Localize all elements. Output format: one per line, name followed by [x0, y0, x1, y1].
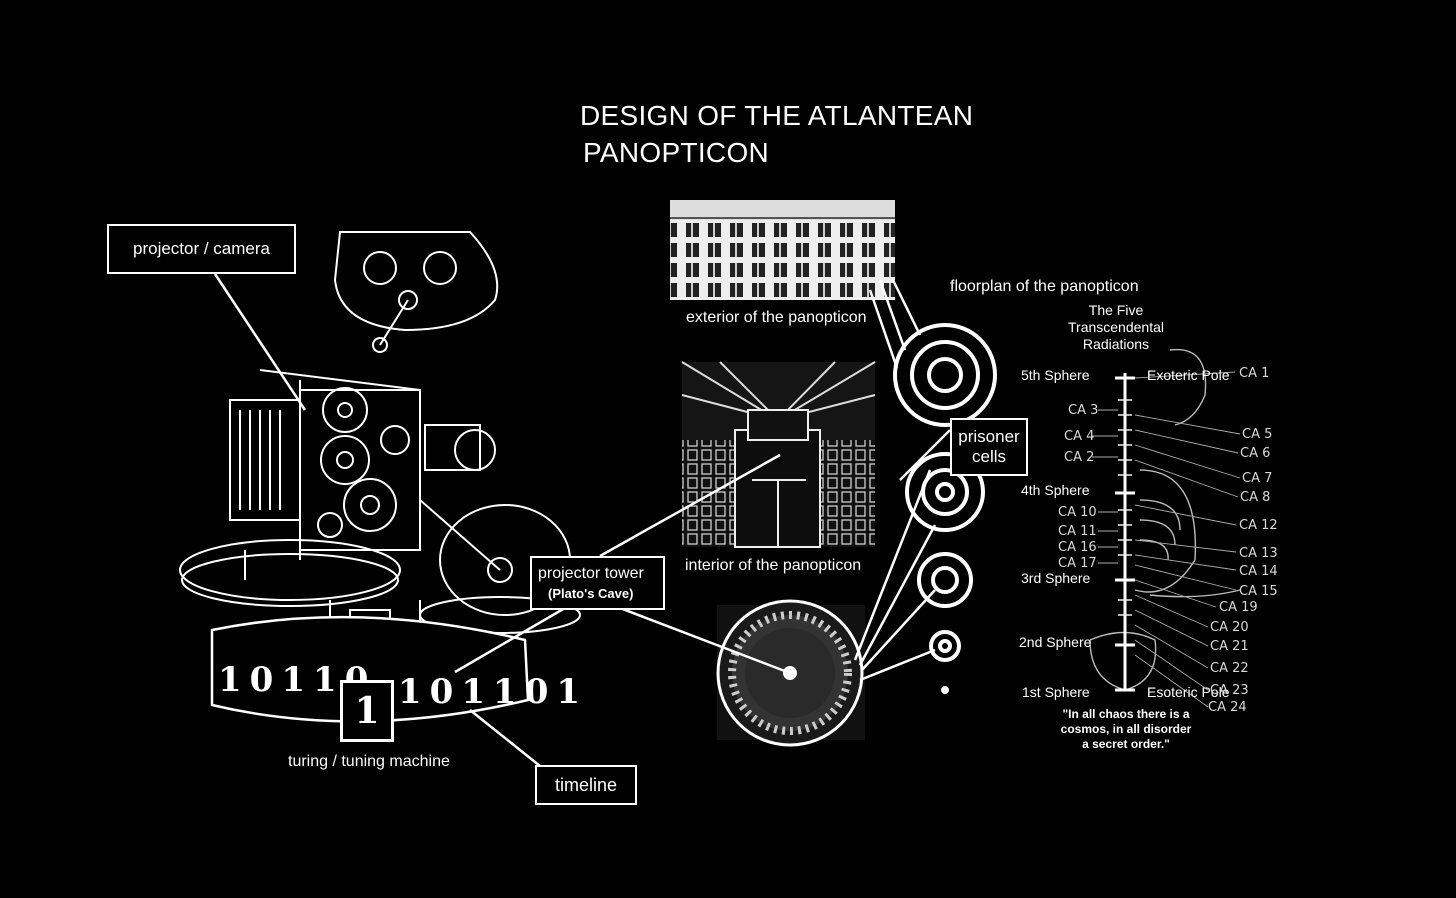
- quote-line: cosmos, in all disorder: [1060, 722, 1192, 736]
- ca-label: CA 7: [1242, 471, 1273, 486]
- callout-timeline: timeline: [535, 765, 637, 805]
- ca-label: CA 8: [1240, 490, 1271, 505]
- concentric-rings: [893, 323, 997, 662]
- callout-label: timeline: [554, 774, 618, 795]
- callout-label: projector tower: [538, 565, 644, 582]
- exoteric-pole-label: Exoteric Pole: [1147, 367, 1230, 383]
- ca-label: CA 15: [1239, 584, 1278, 599]
- quote-line: "In all chaos there is a: [1062, 707, 1190, 721]
- binary-tape-band: [210, 615, 530, 723]
- tape-digit: 0: [429, 672, 458, 712]
- callout-label: projector / camera: [133, 239, 270, 258]
- callout-projector-tower: projector tower (Plato's Cave): [530, 556, 665, 610]
- projector-machine-illustration: [179, 231, 581, 660]
- ca-label: CA 16: [1058, 540, 1097, 555]
- ca-label: CA 20: [1210, 620, 1249, 635]
- ca-label: CA 10: [1058, 505, 1097, 520]
- radiations-heading-line: Transcendental: [1068, 319, 1164, 335]
- callout-label: cells: [971, 447, 1006, 466]
- tape-digits: 1 0 1 1 0: [218, 660, 372, 700]
- tape-digit: 1: [218, 660, 246, 700]
- sphere-label-5: 5th Sphere: [1021, 367, 1090, 383]
- tape-digits-right: 1 0 1 1 0 1: [398, 672, 584, 712]
- quote-text: "In all chaos there is a cosmos, in all …: [1045, 707, 1207, 752]
- tape-digit: 1: [281, 660, 310, 700]
- ca-label: CA 11: [1058, 524, 1097, 539]
- sphere-label-2: 2nd Sphere: [1019, 634, 1092, 650]
- ca-label: CA 17: [1058, 556, 1097, 571]
- sphere-label-3: 3rd Sphere: [1021, 570, 1091, 586]
- ca-label: CA 23: [1210, 683, 1249, 698]
- ca-label: CA 4: [1064, 429, 1095, 444]
- spine-line: [1115, 373, 1135, 692]
- callout-sublabel: (Plato's Cave): [548, 586, 634, 601]
- tape-digit: 0: [249, 660, 278, 700]
- page-title-line2: PANOPTICON: [583, 137, 770, 168]
- ca-label: CA 19: [1219, 600, 1258, 615]
- caption-turing-machine: turing / tuning machine: [288, 753, 450, 770]
- innermost-dot: [941, 686, 949, 694]
- caption-floorplan: floorplan of the panopticon: [950, 278, 1139, 295]
- tape-digit: 1: [461, 672, 490, 712]
- vertebra-ticks: [1118, 399, 1132, 616]
- callout-label: prisoner: [958, 427, 1020, 446]
- ca-label: CA 3: [1068, 403, 1099, 418]
- ca-label: CA 14: [1239, 564, 1278, 579]
- sphere-label-4: 4th Sphere: [1021, 482, 1090, 498]
- caption-exterior: exterior of the panopticon: [686, 309, 867, 326]
- connector-lines: [213, 273, 951, 771]
- page-title: DESIGN OF THE ATLANTEAN: [580, 100, 974, 131]
- ca-label: CA 12: [1239, 518, 1278, 533]
- quote-line: a secret order.": [1082, 737, 1170, 751]
- ca-label: CA 1: [1239, 366, 1270, 381]
- interior-photo: [681, 361, 876, 548]
- esoteric-pole-label: Esoteric Pole: [1147, 684, 1230, 700]
- ca-label: CA 13: [1239, 546, 1278, 561]
- caption-interior: interior of the panopticon: [685, 557, 862, 574]
- ca-label: CA 22: [1210, 661, 1249, 676]
- tape-big-digit-frame: 1: [340, 680, 394, 742]
- radiations-heading: The Five Transcendental Radiations: [1060, 302, 1172, 353]
- radiations-heading-line: Radiations: [1082, 336, 1150, 352]
- ca-label: CA 21: [1210, 639, 1249, 654]
- tape-digit: 1: [398, 672, 426, 712]
- callout-prisoner-cells: prisoner cells: [950, 418, 1028, 476]
- radiations-heading-line: The Five: [1088, 302, 1144, 318]
- ca-leader-lines: [1092, 371, 1241, 708]
- tape-digit: 1: [556, 672, 585, 712]
- tape-digit: 1: [313, 660, 341, 700]
- ca-label: CA 6: [1240, 446, 1271, 461]
- ca-label: CA 24: [1208, 700, 1247, 715]
- tape-big-digit: 1: [354, 690, 380, 732]
- tape-digit: 1: [493, 672, 521, 712]
- ca-label: CA 2: [1064, 450, 1095, 465]
- sphere-label-1: 1st Sphere: [1022, 684, 1090, 700]
- exterior-photo: [670, 200, 895, 300]
- callout-projector-camera: projector / camera: [107, 224, 296, 274]
- tape-digit: 0: [524, 672, 553, 712]
- dial-photo: [716, 599, 865, 747]
- ca-label: CA 5: [1242, 427, 1273, 442]
